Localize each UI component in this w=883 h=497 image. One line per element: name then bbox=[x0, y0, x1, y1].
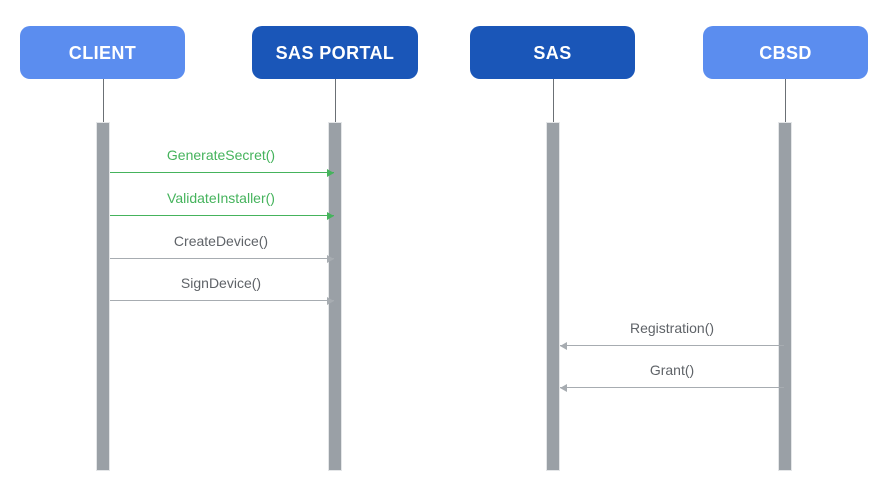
message-line-registration bbox=[560, 345, 784, 346]
actor-label-cbsd: CBSD bbox=[759, 42, 812, 63]
message-label-registration: Registration() bbox=[629, 320, 715, 336]
actor-box-client[interactable]: CLIENT bbox=[20, 26, 185, 79]
lifeline-sas bbox=[553, 79, 554, 122]
message-arrowhead-sign-device bbox=[327, 296, 334, 305]
message-arrowhead-registration bbox=[560, 341, 567, 350]
message-arrowhead-create-device bbox=[327, 254, 334, 263]
actor-box-sas[interactable]: SAS bbox=[470, 26, 635, 79]
message-label-generate-secret: GenerateSecret() bbox=[166, 147, 276, 163]
lifeline-client bbox=[103, 79, 104, 122]
activation-bar-client bbox=[96, 122, 110, 471]
message-label-grant: Grant() bbox=[649, 362, 695, 378]
message-label-sign-device: SignDevice() bbox=[180, 275, 262, 291]
activation-bar-cbsd bbox=[778, 122, 792, 471]
message-arrowhead-generate-secret bbox=[327, 168, 334, 177]
message-arrowhead-grant bbox=[560, 383, 567, 392]
actor-box-cbsd[interactable]: CBSD bbox=[703, 26, 868, 79]
message-line-grant bbox=[560, 387, 784, 388]
message-line-generate-secret bbox=[110, 172, 334, 173]
message-label-create-device: CreateDevice() bbox=[173, 233, 269, 249]
actor-label-sas: SAS bbox=[533, 42, 572, 63]
lifeline-sas-portal bbox=[335, 79, 336, 122]
message-line-create-device bbox=[110, 258, 334, 259]
lifeline-cbsd bbox=[785, 79, 786, 122]
actor-label-sas-portal: SAS PORTAL bbox=[275, 42, 395, 63]
message-arrowhead-validate-installer bbox=[327, 211, 334, 220]
actor-box-sas-portal[interactable]: SAS PORTAL bbox=[252, 26, 418, 79]
actor-label-client: CLIENT bbox=[68, 42, 137, 63]
message-line-validate-installer bbox=[110, 215, 334, 216]
message-label-validate-installer: ValidateInstaller() bbox=[167, 190, 275, 206]
message-line-sign-device bbox=[110, 300, 334, 301]
activation-bar-sas bbox=[546, 122, 560, 471]
